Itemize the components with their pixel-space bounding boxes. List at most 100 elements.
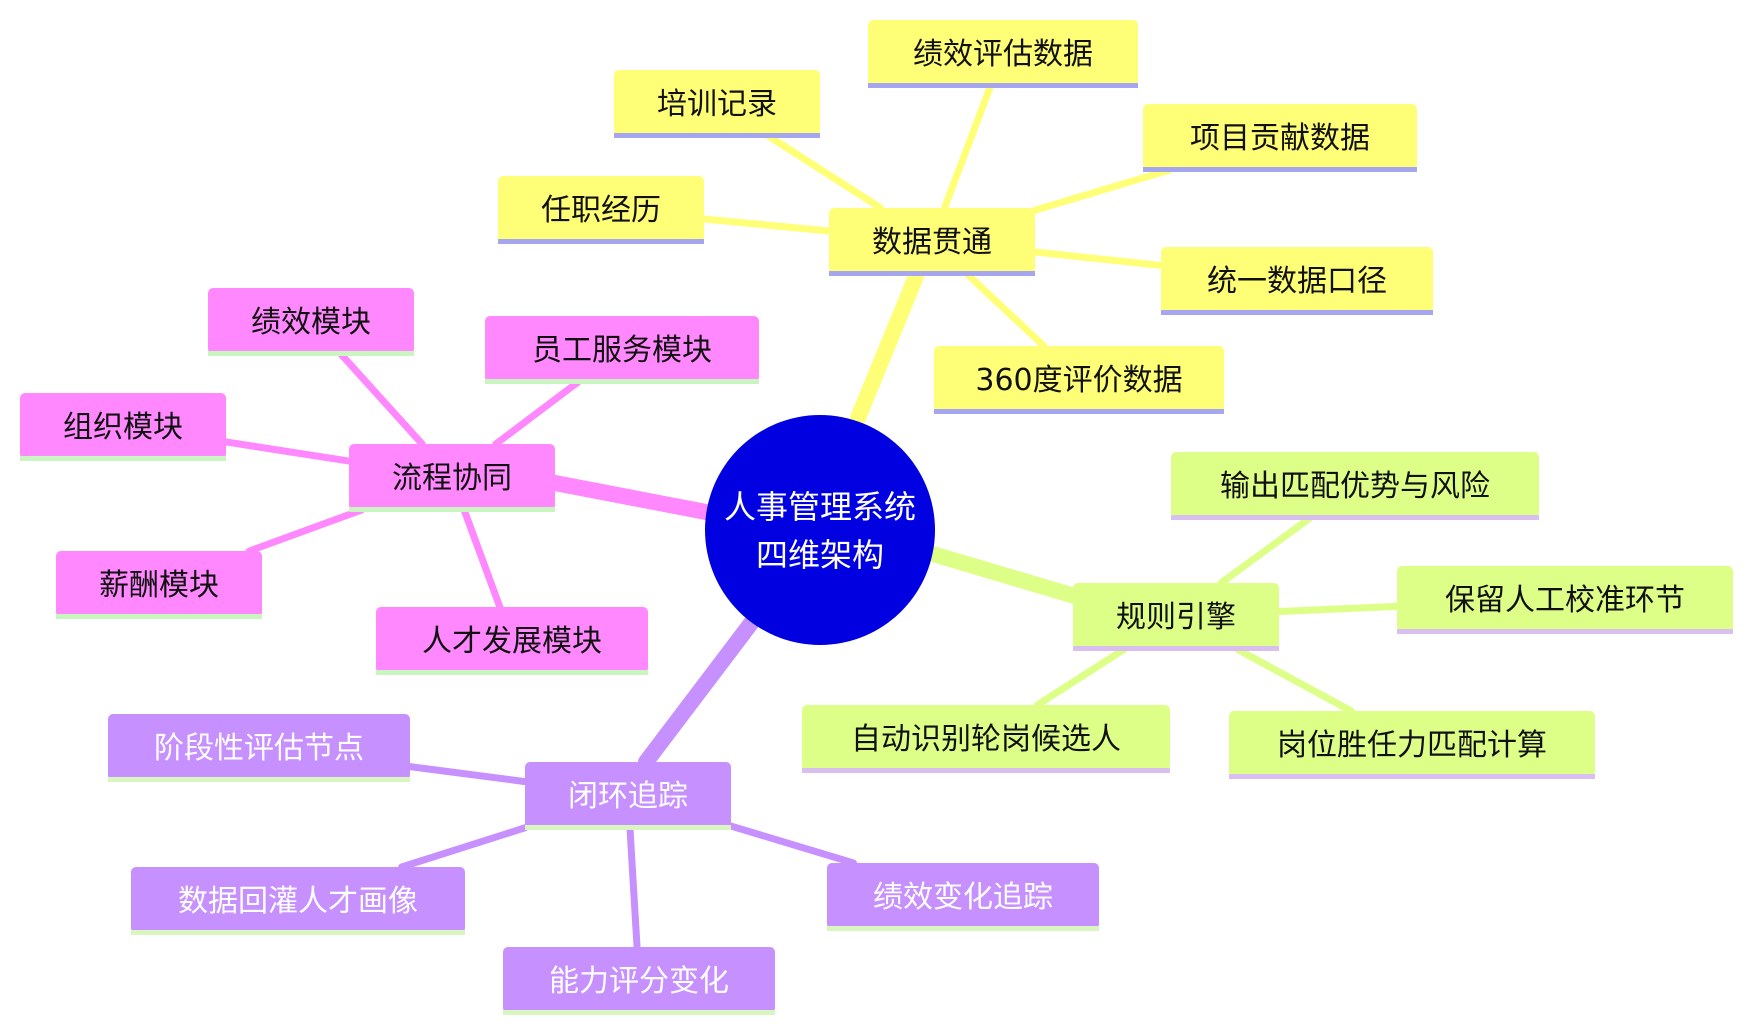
leaf-rules-3-box [1229, 711, 1595, 777]
branch-rules-box [1073, 583, 1279, 649]
leaf-tracking-1-box [131, 867, 465, 933]
branch-tracking: 闭环追踪 [525, 762, 731, 830]
leaf-data-3-underline [498, 239, 704, 244]
branch-process-underline [349, 507, 555, 512]
link-process-1 [492, 378, 582, 448]
leaf-data-3: 任职经历 [498, 176, 704, 244]
leaf-process-3-label: 薪酬模块 [99, 568, 219, 603]
link-data-2 [1031, 166, 1174, 214]
leaf-data-1-label: 绩效评估数据 [913, 37, 1093, 72]
branch-data: 数据贯通 [829, 208, 1035, 276]
branch-tracking-box [525, 762, 731, 828]
leaf-process-0-underline [208, 351, 414, 356]
link-process-3 [245, 506, 366, 555]
link-tracking-0 [406, 763, 529, 786]
leaf-process-2: 组织模块 [20, 393, 226, 461]
leaf-rules-2-label: 自动识别轮岗候选人 [851, 722, 1121, 757]
leaf-process-3-box [56, 551, 262, 617]
leaf-tracking-1-label: 数据回灌人才画像 [178, 884, 418, 919]
leaf-tracking-1-underline [131, 930, 465, 935]
link-tracking-2 [727, 822, 858, 867]
link-tracking-1 [398, 824, 529, 871]
trunk-tracking [638, 614, 760, 770]
leaf-rules-1-label: 保留人工校准环节 [1445, 583, 1685, 618]
leaf-data-3-box [498, 176, 704, 242]
leaf-data-3-label: 任职经历 [541, 193, 661, 228]
leaf-tracking-0-box [108, 714, 410, 780]
leaf-rules-1-underline [1397, 629, 1733, 634]
branch-process-label: 流程协同 [392, 461, 512, 496]
link-tracking-3 [626, 824, 641, 951]
link-data-0 [764, 132, 885, 212]
leaf-data-1: 绩效评估数据 [868, 20, 1138, 88]
link-data-1 [940, 82, 995, 212]
leaf-tracking-2-box [827, 863, 1099, 929]
trunk-rules [925, 546, 1086, 605]
leaf-process-1-box [485, 316, 759, 382]
branch-rules-underline [1073, 646, 1279, 651]
leaf-rules-0-label: 输出匹配优势与风险 [1220, 469, 1490, 504]
leaf-process-4-label: 人才发展模块 [422, 624, 602, 659]
leaf-rules-2: 自动识别轮岗候选人 [802, 705, 1170, 773]
leaf-rules-3: 岗位胜任力匹配计算 [1229, 711, 1595, 779]
leaf-process-2-underline [20, 456, 226, 461]
link-data-5 [963, 270, 1048, 350]
leaf-data-5-box [934, 346, 1224, 412]
leaf-rules-1: 保留人工校准环节 [1397, 566, 1733, 634]
link-data-3 [700, 215, 833, 235]
leaf-tracking-3-box [503, 947, 775, 1013]
root-label-line-0: 人事管理系统 [724, 488, 916, 526]
leaf-rules-0-underline [1171, 515, 1539, 520]
leaf-tracking-2: 绩效变化追踪 [827, 863, 1099, 931]
root-label-line-1: 四维架构 [756, 536, 884, 574]
leaf-tracking-0: 阶段性评估节点 [108, 714, 410, 782]
leaf-process-4: 人才发展模块 [376, 607, 648, 675]
leaf-process-2-label: 组织模块 [63, 410, 183, 445]
link-process-0 [337, 350, 426, 448]
leaf-data-2-label: 项目贡献数据 [1190, 121, 1370, 156]
leaf-process-3: 薪酬模块 [56, 551, 262, 619]
link-rules-3 [1233, 645, 1355, 715]
branch-data-underline [829, 271, 1035, 276]
leaf-rules-2-box [802, 705, 1170, 771]
link-process-2 [222, 438, 353, 465]
leaf-data-0-box [614, 70, 820, 136]
link-rules-2 [1033, 645, 1129, 709]
leaf-process-3-underline [56, 614, 262, 619]
link-rules-1 [1275, 602, 1401, 615]
branch-process: 流程协同 [349, 444, 555, 512]
leaf-data-5: 360度评价数据 [934, 346, 1224, 414]
leaf-rules-2-underline [802, 768, 1170, 773]
leaf-data-5-label: 360度评价数据 [975, 363, 1182, 398]
leaf-data-0: 培训记录 [614, 70, 820, 138]
leaf-tracking-0-label: 阶段性评估节点 [154, 731, 364, 766]
leaf-data-4-underline [1161, 310, 1433, 315]
leaf-process-1-label: 员工服务模块 [532, 333, 712, 368]
leaf-data-5-underline [934, 409, 1224, 414]
trunk-data [850, 266, 925, 426]
leaf-tracking-0-underline [108, 777, 410, 782]
leaf-data-1-underline [868, 83, 1138, 88]
root-circle [705, 415, 935, 645]
link-data-4 [1031, 248, 1165, 269]
leaf-process-1: 员工服务模块 [485, 316, 759, 384]
trunk-process [547, 475, 714, 520]
link-rules-0 [1217, 514, 1314, 587]
leaf-data-4-box [1161, 247, 1433, 313]
link-process-4 [460, 506, 504, 611]
branch-tracking-label: 闭环追踪 [568, 779, 688, 814]
connector-lines [222, 82, 1401, 951]
leaf-process-0-box [208, 288, 414, 354]
leaf-process-4-box [376, 607, 648, 673]
leaf-tracking-3: 能力评分变化 [503, 947, 775, 1015]
leaf-process-4-underline [376, 670, 648, 675]
leaf-tracking-2-underline [827, 926, 1099, 931]
leaf-data-0-label: 培训记录 [657, 87, 777, 122]
branch-data-box [829, 208, 1035, 274]
branch-rules-label: 规则引擎 [1116, 600, 1236, 635]
leaf-data-1-box [868, 20, 1138, 86]
leaf-rules-3-underline [1229, 774, 1595, 779]
branch-process-box [349, 444, 555, 510]
